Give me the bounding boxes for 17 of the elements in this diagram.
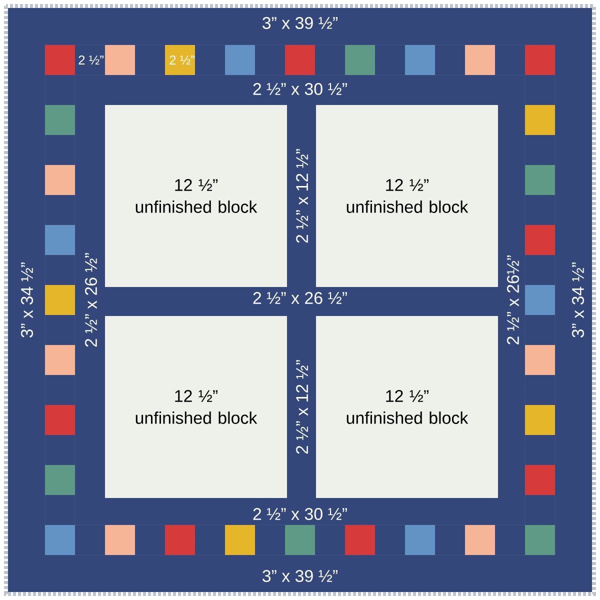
dimension-label: 2 ½” x 30 ½” bbox=[253, 508, 347, 520]
dimension-label: 2 ½” x 26 ½” bbox=[253, 292, 347, 304]
dimension-label: 3” x 34 ½” bbox=[572, 262, 584, 338]
dimension-label: 3” x 39 ½” bbox=[262, 570, 338, 582]
dimension-label: 2 ½” x 26 ½” bbox=[85, 253, 97, 347]
dimension-label: 3” x 34 ½” bbox=[21, 262, 33, 338]
quilt-block: 12 ½” unfinished block bbox=[105, 316, 287, 498]
dimension-label: 2 ½” x 30 ½” bbox=[253, 83, 347, 95]
quilt-block: 12 ½” unfinished block bbox=[316, 316, 498, 498]
dimension-label: 2 ½” x 26½” bbox=[507, 255, 519, 344]
quilt-block: 12 ½” unfinished block bbox=[105, 105, 287, 287]
dimension-label: 2 ½” x 12 ½” bbox=[296, 360, 308, 454]
dimension-label: 3” x 39 ½” bbox=[262, 17, 338, 29]
quilt-block: 12 ½” unfinished block bbox=[316, 105, 498, 287]
dimension-label: 2 ½” bbox=[170, 55, 194, 65]
dimension-label: 2 ½” bbox=[78, 55, 104, 65]
dimension-label: 2 ½” x 12 ½” bbox=[296, 149, 308, 243]
